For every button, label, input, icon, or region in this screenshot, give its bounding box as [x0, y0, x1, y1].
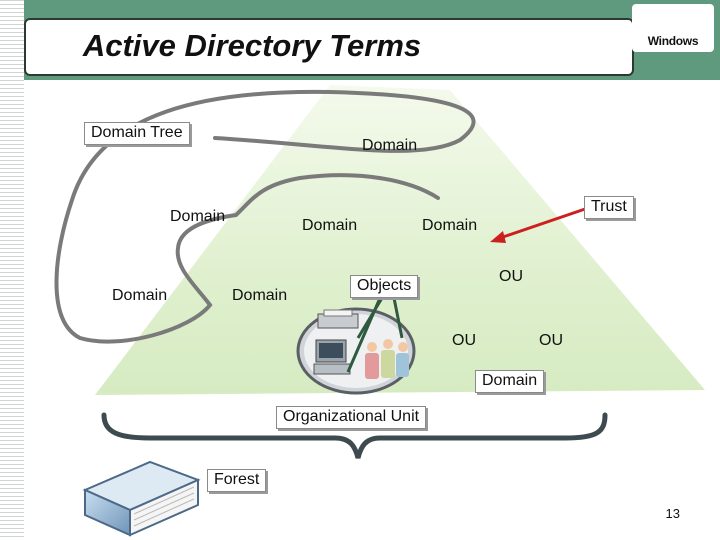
- domain-label-left-lower: Domain: [112, 287, 168, 304]
- forest-brace: [101, 412, 608, 459]
- domain-tree-callout: Domain Tree: [84, 122, 190, 145]
- object-arrows: [346, 297, 404, 373]
- domain-callout: Domain: [475, 370, 545, 393]
- domain-label-top: Domain: [362, 137, 418, 154]
- windows-logo: [632, 4, 714, 52]
- forest-binder-icon: [82, 460, 201, 537]
- windows-logo-text: Windows: [647, 34, 699, 48]
- page-number: 13: [665, 506, 680, 521]
- domain-label-right: Domain: [422, 217, 478, 234]
- ou-label-left: OU: [452, 332, 476, 349]
- forest-area: [95, 85, 705, 395]
- ou-label-right: OU: [539, 332, 563, 349]
- trust-arrow: [490, 206, 589, 243]
- title-box: [24, 18, 634, 76]
- forest-callout: Forest: [207, 469, 267, 492]
- domain-label-left-upper: Domain: [170, 208, 226, 225]
- organizational-unit-callout: Organizational Unit: [276, 406, 427, 429]
- left-stripe-decoration: [0, 0, 24, 540]
- domain-tree-outline: [54, 89, 476, 344]
- slide-title: Active Directory Terms: [82, 28, 422, 63]
- ou-label-upper: OU: [499, 268, 523, 285]
- trust-callout: Trust: [584, 196, 634, 219]
- domain-label-center-lower: Domain: [232, 287, 288, 304]
- domain-label-mid: Domain: [302, 217, 358, 234]
- objects-callout: Objects: [350, 275, 419, 298]
